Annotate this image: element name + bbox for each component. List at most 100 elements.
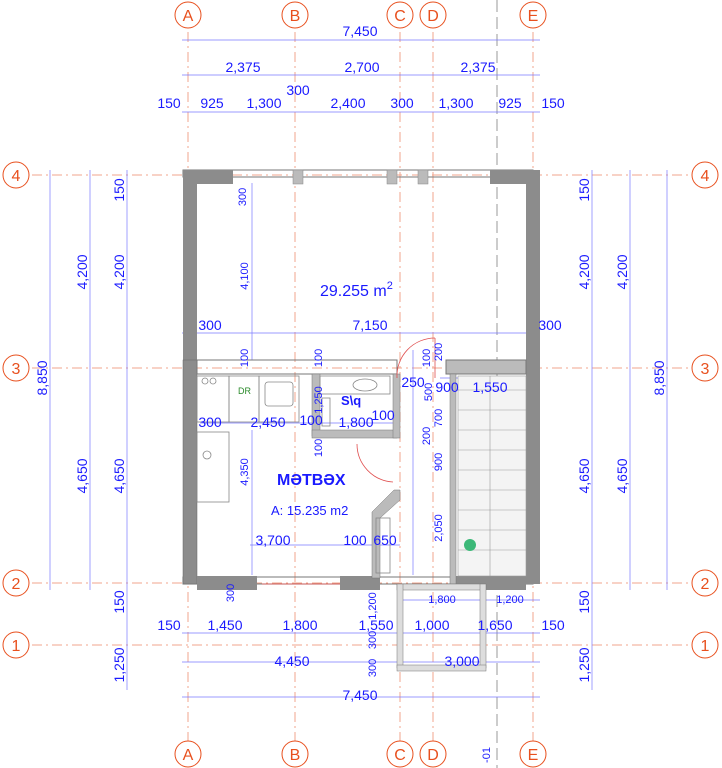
top-dim-r3-5: 1,300	[438, 95, 473, 111]
int-dim-1250: 1,250	[313, 386, 325, 414]
axis-label-d-top: D	[427, 8, 439, 25]
top-dim-r3-1: 925	[200, 95, 224, 111]
axis-label-e-top: E	[528, 8, 539, 25]
top-dim-r3-0: 150	[157, 95, 181, 111]
axis-label-1-left: 1	[12, 638, 21, 655]
axis-label-c-bottom: C	[394, 747, 406, 764]
int-dim-4350: 4,350	[239, 458, 251, 486]
int-dim-900b: 900	[433, 453, 445, 471]
top-dim-r3-2: 1,300	[246, 95, 281, 111]
int-dim-200b: 200	[421, 427, 433, 445]
axis-label-a-bottom: A	[183, 747, 194, 764]
bottom-dim-r1-5: 1,650	[477, 617, 512, 633]
left-inner-dim-4: 1,250	[111, 647, 127, 682]
axis-label-3-right: 3	[701, 361, 710, 378]
door-swings	[262, 337, 436, 585]
kitchen-furniture	[196, 375, 391, 574]
right-mid-dim-4200: 4,200	[614, 254, 630, 289]
int-dim-300k: 300	[198, 414, 222, 430]
dimension-lines	[49, 39, 668, 698]
left-outer-dim: 8,850	[34, 360, 50, 395]
int-dim-1800: 1,800	[338, 414, 373, 430]
top-dim-2375-a: 2,375	[225, 59, 260, 75]
right-inner-dim-1: 4,200	[576, 254, 592, 289]
bottom-dim-4450: 4,450	[274, 653, 309, 669]
top-dim-r3-6: 925	[498, 95, 522, 111]
int-dim-1550: 1,550	[472, 379, 507, 395]
int-dim-650: 650	[373, 532, 397, 548]
bottom-dim-r1-1: 1,450	[207, 617, 242, 633]
left-mid-dim-4650: 4,650	[74, 458, 90, 493]
bottom-total-dim: 7,450	[342, 687, 377, 703]
kitchen-name: MƏTBƏX	[277, 472, 346, 489]
axis-bubbles-top	[174, 1, 547, 29]
int-dim-500: 500	[423, 383, 435, 401]
int-dim-700: 700	[433, 409, 445, 427]
right-inner-dim-0: 150	[576, 178, 592, 202]
int-dim-100d: 100	[313, 439, 325, 457]
bottom-dim-r1-2: 1,800	[282, 617, 317, 633]
axis-label-4-right: 4	[701, 168, 710, 185]
walls	[182, 169, 540, 672]
bottom-dim-r1-0: 150	[157, 617, 181, 633]
top-dim-r3-4: 300	[390, 95, 414, 111]
axis-label-1-right: 1	[701, 638, 710, 655]
dr-label: DR	[238, 386, 251, 396]
int-dim-900a: 900	[435, 379, 459, 395]
int-dim-300d: 300	[367, 659, 379, 677]
axis-label-a-top: A	[183, 8, 194, 25]
int-dim-300a: 300	[237, 188, 249, 206]
int-dim-7150: 7,150	[352, 317, 387, 333]
top-dim-300: 300	[286, 82, 310, 98]
top-total-dim: 7,450	[342, 23, 377, 39]
bottom-dim-3000: 3,000	[444, 653, 479, 669]
axis-bubbles-left	[2, 161, 30, 659]
int-dim-100b: 100	[313, 349, 325, 367]
int-dim-2450: 2,450	[250, 414, 285, 430]
top-dim-2375-b: 2,375	[460, 59, 495, 75]
living-area-label: 29.255 m2	[320, 280, 393, 300]
int-dim-250: 250	[401, 374, 425, 390]
int-dim-100a: 100	[239, 349, 251, 367]
int-dim-200a: 200	[433, 343, 445, 361]
left-inner-dim-1: 4,200	[111, 254, 127, 289]
axis-grid-lines	[32, 32, 690, 742]
int-dim-100k2: 100	[371, 407, 395, 423]
top-dim-r3-3: 2,400	[330, 95, 365, 111]
left-inner-dim-3: 150	[111, 590, 127, 614]
int-dim-3700: 3,700	[255, 532, 290, 548]
stair-marker	[464, 539, 476, 551]
left-inner-dim-2: 4,650	[111, 458, 127, 493]
left-mid-dim-4200: 4,200	[74, 254, 90, 289]
int-dim-4100: 4,100	[239, 262, 251, 290]
axis-label-4-left: 4	[12, 168, 21, 185]
top-dim-2700: 2,700	[344, 59, 379, 75]
int-dim-1200p: 1,200	[496, 594, 524, 606]
right-outer-dim: 8,850	[651, 360, 667, 395]
int-dim-100b-w: 100	[343, 532, 367, 548]
int-dim-300r: 300	[538, 317, 562, 333]
kitchen-area: A: 15.235 m2	[271, 503, 348, 518]
int-dim-2050: 2,050	[433, 514, 445, 542]
right-inner-dim-2: 4,650	[576, 458, 592, 493]
sheet-ref: -01	[481, 747, 493, 763]
int-dim-1800p: 1,800	[428, 594, 456, 606]
axis-label-b-top: B	[290, 8, 301, 25]
wc-label: S\q	[341, 393, 361, 408]
bottom-dim-r1-6: 150	[541, 617, 565, 633]
top-dim-r3-7: 150	[541, 95, 565, 111]
int-dim-100k: 100	[299, 412, 323, 428]
left-inner-dim-0: 150	[111, 178, 127, 202]
axis-label-2-right: 2	[701, 576, 710, 593]
axis-label-c-top: C	[394, 8, 406, 25]
int-dim-300c: 300	[367, 631, 379, 649]
bottom-dim-r1-3: 1,550	[358, 617, 393, 633]
axis-label-2-left: 2	[12, 576, 21, 593]
axis-label-3-left: 3	[12, 361, 21, 378]
right-inner-dim-4: 1,250	[576, 647, 592, 682]
int-dim-300l: 300	[198, 317, 222, 333]
axis-label-e-bottom: E	[528, 747, 539, 764]
axis-bubbles-right	[691, 161, 719, 659]
axis-label-d-bottom: D	[427, 747, 439, 764]
